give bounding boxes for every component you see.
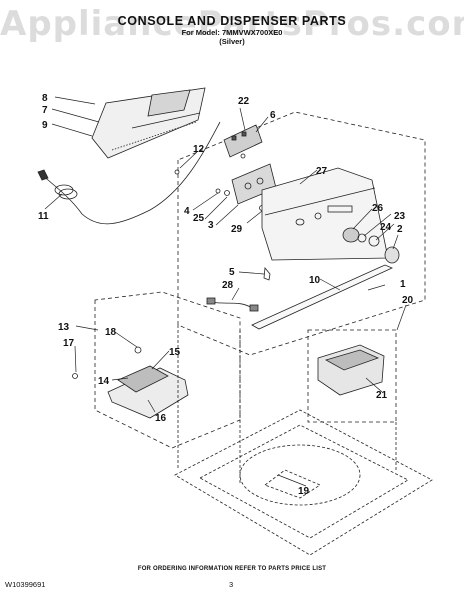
callout-6: 6 — [270, 110, 276, 121]
callout-21: 21 — [376, 390, 388, 401]
ordering-note: FOR ORDERING INFORMATION REFER TO PARTS … — [137, 566, 327, 572]
callout-labels: 1 2 3 4 5 6 7 8 9 10 11 12 13 14 15 16 1… — [38, 93, 414, 497]
callout-1: 1 — [400, 279, 406, 290]
callout-4: 4 — [184, 206, 190, 217]
callout-26: 26 — [372, 203, 384, 214]
callout-25: 25 — [193, 213, 205, 224]
callout-22: 22 — [238, 96, 250, 107]
document-number: W10399691 — [5, 580, 46, 589]
control-board — [223, 124, 263, 158]
leader-lines — [44, 96, 407, 487]
wire-harness — [211, 301, 253, 309]
page-title: CONSOLE AND DISPENSER PARTS — [117, 14, 347, 28]
dispenser-group-box — [307, 329, 397, 423]
dispenser-control-assembly — [107, 346, 189, 419]
callout-13: 13 — [58, 322, 70, 333]
top-cover — [174, 409, 433, 556]
callout-14: 14 — [98, 376, 110, 387]
callout-17: 17 — [63, 338, 75, 349]
callout-19: 19 — [298, 486, 310, 497]
callout-8: 8 — [42, 93, 48, 104]
control-group-box — [94, 291, 241, 449]
screw-12 — [174, 169, 180, 175]
console-housing — [261, 167, 389, 261]
callout-7: 7 — [42, 105, 48, 116]
callout-11: 11 — [38, 211, 49, 222]
callout-16: 16 — [155, 413, 167, 424]
callout-3: 3 — [208, 220, 214, 231]
callout-10: 10 — [309, 275, 321, 286]
callout-15: 15 — [169, 347, 181, 358]
rear-grille-panel — [91, 87, 206, 159]
callout-29: 29 — [231, 224, 243, 235]
callout-9: 9 — [42, 120, 48, 131]
header: CONSOLE AND DISPENSER PARTS For Model: 7… — [0, 14, 464, 46]
console-trim — [251, 264, 393, 330]
callout-23: 23 — [394, 211, 406, 222]
callout-28: 28 — [222, 280, 234, 291]
page-number: 3 — [229, 580, 234, 589]
callout-12: 12 — [193, 144, 205, 155]
clip-5 — [263, 267, 271, 281]
callout-24: 24 — [380, 222, 392, 233]
knob-set — [342, 227, 400, 264]
callout-2: 2 — [397, 224, 403, 235]
color-line: (Silver) — [219, 37, 245, 46]
power-cord — [41, 121, 221, 225]
callout-20: 20 — [402, 295, 414, 306]
model-line: For Model: 7MMVWX700XE0 — [181, 28, 283, 37]
callout-18: 18 — [105, 327, 117, 338]
callout-5: 5 — [229, 267, 235, 278]
callout-27: 27 — [316, 166, 328, 177]
dispenser-drawer — [317, 344, 385, 396]
